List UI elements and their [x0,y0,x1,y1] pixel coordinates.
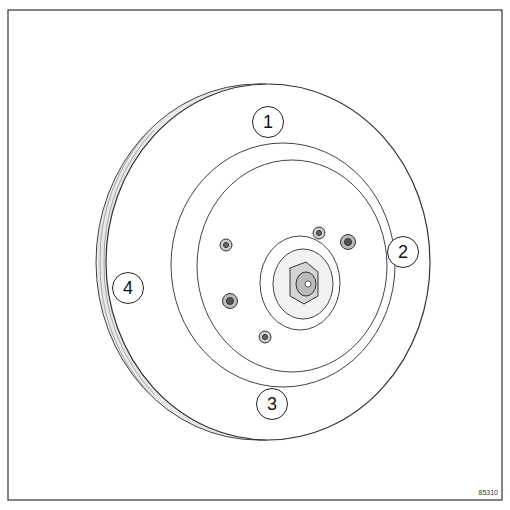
hub-nut [290,262,318,304]
axle-centre [305,281,311,287]
figure-code: 85310 [479,489,498,496]
callout-circle: 3 [256,388,288,420]
hat-ring-inner [197,160,387,372]
callout-number: 4 [123,279,133,297]
hub-cap [273,249,333,319]
hub-boss [260,236,340,330]
callout-number: 2 [398,243,408,261]
hat-ring-outer [171,143,395,387]
disc-face [106,84,430,440]
callout-number: 1 [263,113,273,131]
axle-end [296,272,316,296]
wheel-studs [220,227,356,343]
callout-circle: 1 [252,106,284,138]
callout-circle: 2 [387,236,419,268]
frame [8,10,502,500]
callout-circle: 4 [112,272,144,304]
callout-number: 3 [267,395,277,413]
